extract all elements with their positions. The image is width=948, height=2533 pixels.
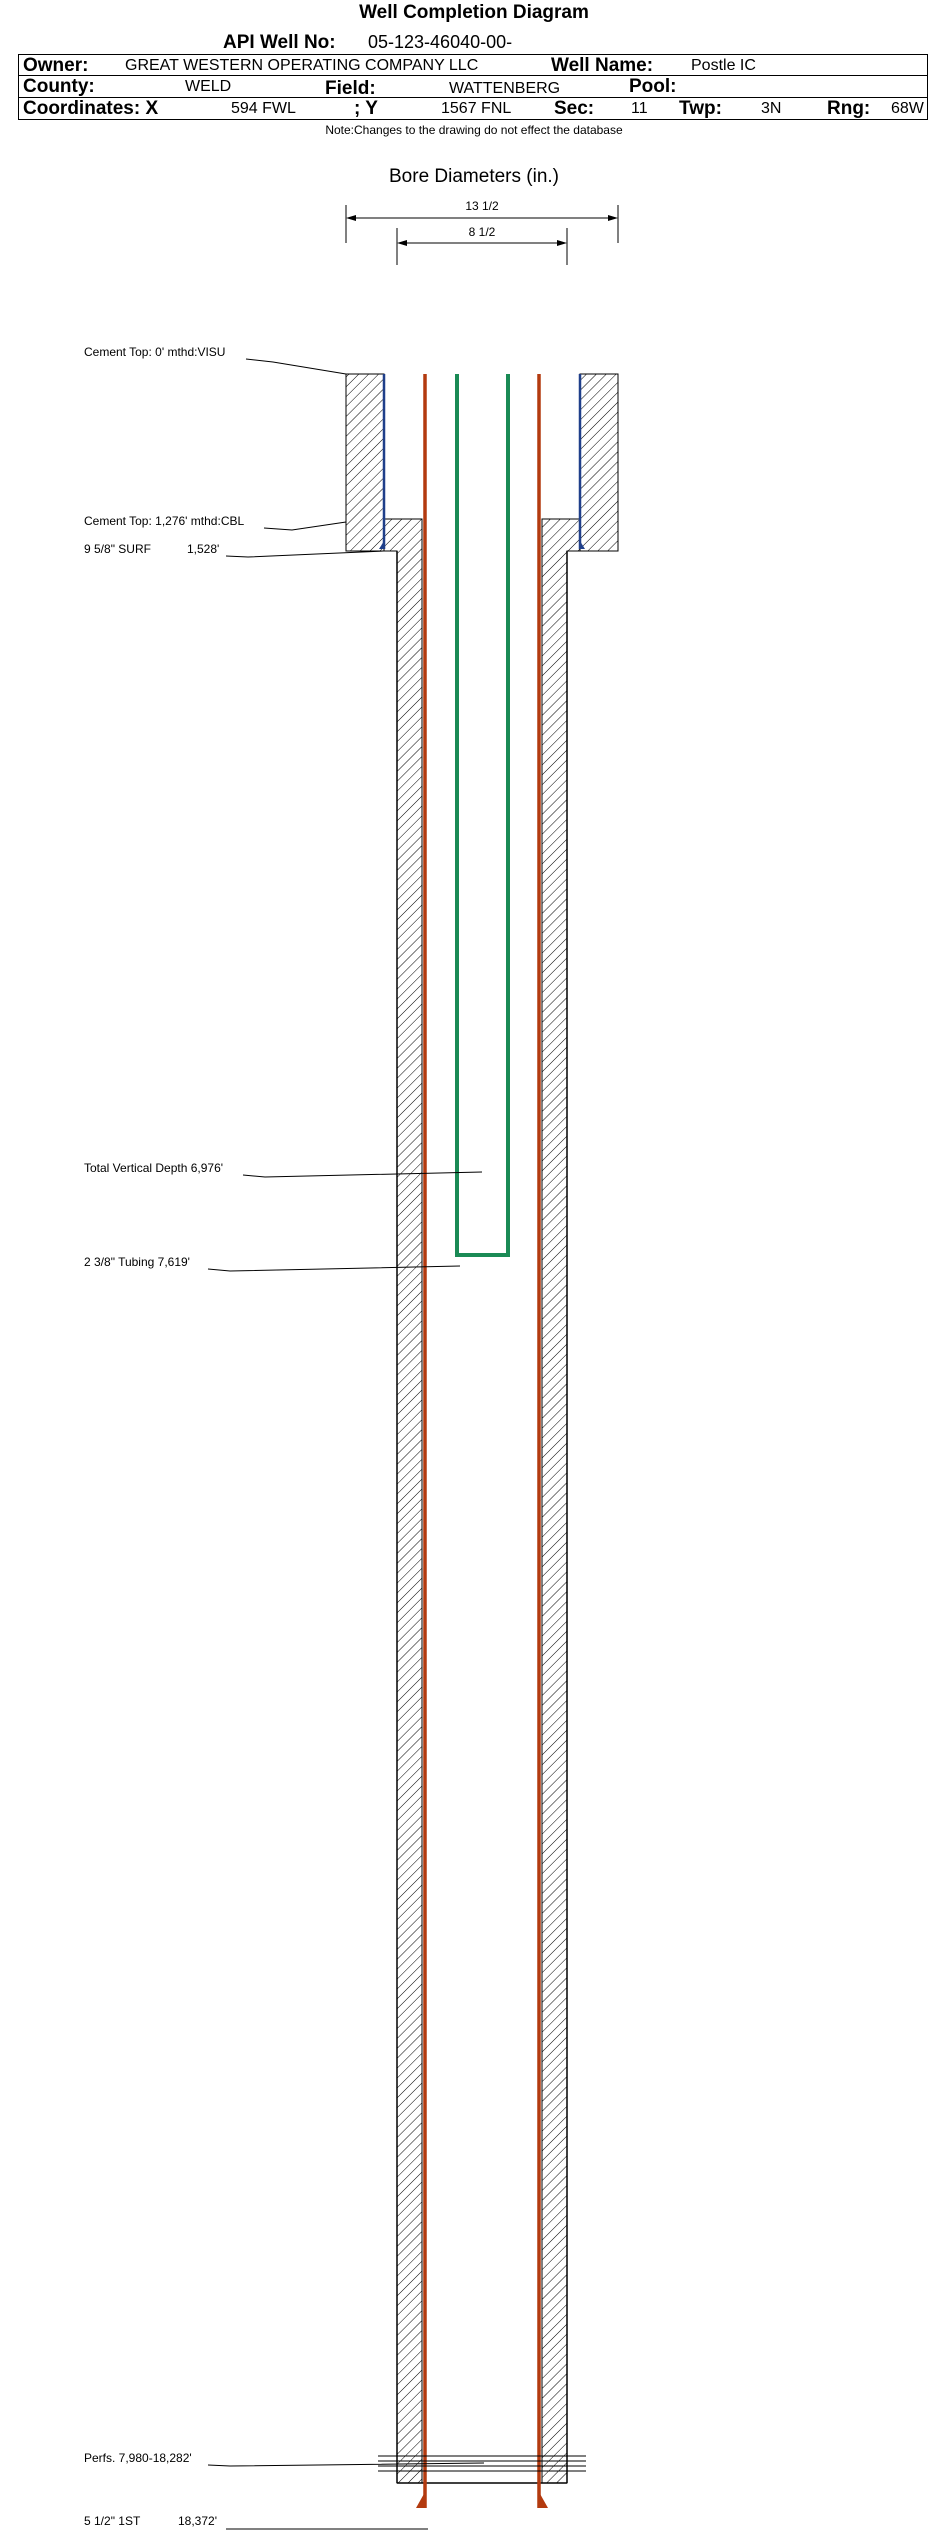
diagram-title: Well Completion Diagram (359, 2, 589, 23)
cement-top-surface-label: Cement Top: 0' mthd:VISU (84, 345, 225, 359)
well-header-table: API Well No: 05-123-46040-00- Owner: GRE… (18, 32, 928, 120)
coord-y-label: ; Y (354, 98, 378, 119)
surface-casing-shoe-right (580, 541, 585, 549)
callout-cement-top-production: Cement Top: 1,276' mthd:CBL (84, 514, 347, 531)
bore-diameters-title: Bore Diameters (in.) (389, 166, 559, 187)
twp-value: 3N (761, 100, 782, 117)
rng-label: Rng: (827, 98, 871, 119)
production-cement-right (541, 518, 581, 2484)
field-value: WATTENBERG (449, 80, 561, 97)
bore-dimension-outer: 13 1/2 (345, 199, 619, 243)
callout-tubing: 2 3/8" Tubing 7,619' (84, 1255, 461, 1272)
field-label: Field: (325, 78, 376, 99)
coord-x-label: Coordinates: X (23, 98, 159, 119)
owner-label: Owner: (23, 55, 89, 76)
cement-top-production-label: Cement Top: 1,276' mthd:CBL (84, 514, 244, 528)
surface-casing-shoe-left (379, 541, 384, 549)
sec-label: Sec: (554, 98, 595, 119)
total-vertical-depth-label: Total Vertical Depth 6,976' (84, 1161, 223, 1175)
header-row-coordinates: Coordinates: X 594 FWL ; Y 1567 FNL Sec:… (18, 98, 928, 120)
sec-value: 11 (631, 100, 648, 117)
callout-perforations: Perfs. 7,980-18,282' (84, 2451, 485, 2467)
callout-surface-casing: 9 5/8" SURF 1,528' (84, 542, 385, 558)
perforations (378, 2455, 586, 2472)
bore-diameter-outer-label: 13 1/2 (465, 199, 499, 213)
production-casing-label: 5 1/2" 1ST (84, 2514, 141, 2528)
callout-production-casing: 5 1/2" 1ST 18,372' (84, 2514, 428, 2530)
rng-value: 68W (891, 100, 924, 117)
callout-cement-top-surface: Cement Top: 0' mthd:VISU (84, 345, 347, 375)
callout-total-vertical-depth: Total Vertical Depth 6,976' (84, 1161, 483, 1178)
county-value: WELD (185, 78, 232, 95)
county-label: County: (23, 76, 95, 97)
coord-y-value: 1567 FNL (441, 100, 512, 117)
surface-cement-left (345, 373, 385, 552)
production-casing-depth: 18,372' (178, 2514, 217, 2528)
tubing-string (455, 374, 510, 1257)
surface-casing-depth: 1,528' (187, 542, 219, 556)
bore-dimension-inner: 8 1/2 (396, 225, 568, 265)
coord-x-value: 594 FWL (231, 100, 296, 117)
perforations-label: Perfs. 7,980-18,282' (84, 2451, 192, 2465)
surface-cement-right (579, 373, 619, 552)
database-note: Note:Changes to the drawing do not effec… (325, 123, 623, 137)
api-label: API Well No: (223, 32, 336, 53)
header-row-owner: Owner: GREAT WESTERN OPERATING COMPANY L… (18, 54, 928, 76)
surface-casing-label: 9 5/8" SURF (84, 542, 151, 556)
well-name-value: Postle IC (691, 57, 756, 74)
production-casing-shoe-left (416, 2492, 425, 2508)
tubing-label: 2 3/8" Tubing 7,619' (84, 1255, 190, 1269)
production-cement-left (383, 518, 423, 2484)
twp-label: Twp: (679, 98, 722, 119)
production-casing-shoe-right (539, 2492, 548, 2508)
bore-diameter-inner-label: 8 1/2 (469, 225, 496, 239)
api-value: 05-123-46040-00- (368, 32, 513, 52)
pool-label: Pool: (629, 76, 677, 97)
well-name-label: Well Name: (551, 55, 654, 76)
header-row-county: County: WELD Field: WATTENBERG Pool: (18, 76, 928, 99)
owner-value: GREAT WESTERN OPERATING COMPANY LLC (125, 57, 479, 74)
